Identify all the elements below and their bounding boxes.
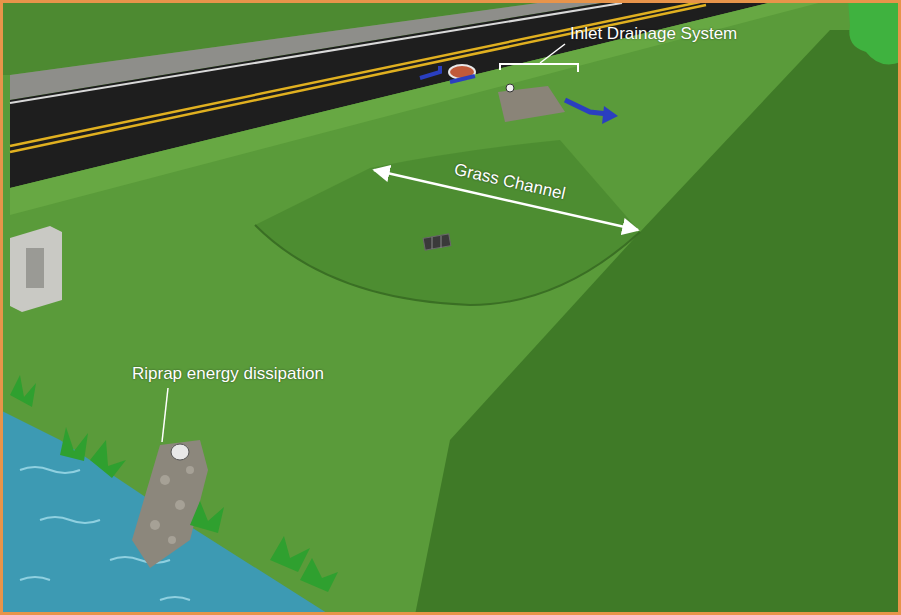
water — [0, 410, 330, 615]
part-label: Riprap energy dissipation — [132, 364, 324, 384]
tree-foliage — [848, 0, 901, 64]
leader-line — [540, 44, 565, 63]
channel-edge — [255, 225, 640, 305]
headwall-opening — [26, 248, 44, 288]
flow-arrowhead — [602, 106, 618, 124]
riprap — [132, 440, 208, 568]
flow-arrow — [420, 66, 475, 82]
leader-line — [162, 388, 168, 442]
grass-channel — [255, 140, 640, 305]
part-label: Inlet Drainage System — [570, 24, 737, 44]
fern-plants — [10, 375, 338, 592]
headwall — [10, 226, 62, 312]
flow-arrow — [565, 100, 608, 114]
side-slope — [415, 30, 901, 615]
inlet-pipe — [506, 84, 514, 92]
bracket — [500, 64, 578, 72]
outlet-pipe — [171, 444, 189, 460]
channel-grate — [423, 234, 451, 250]
grate-bar — [432, 237, 433, 249]
riprap-stones — [150, 466, 194, 544]
grate-bar — [441, 236, 442, 248]
